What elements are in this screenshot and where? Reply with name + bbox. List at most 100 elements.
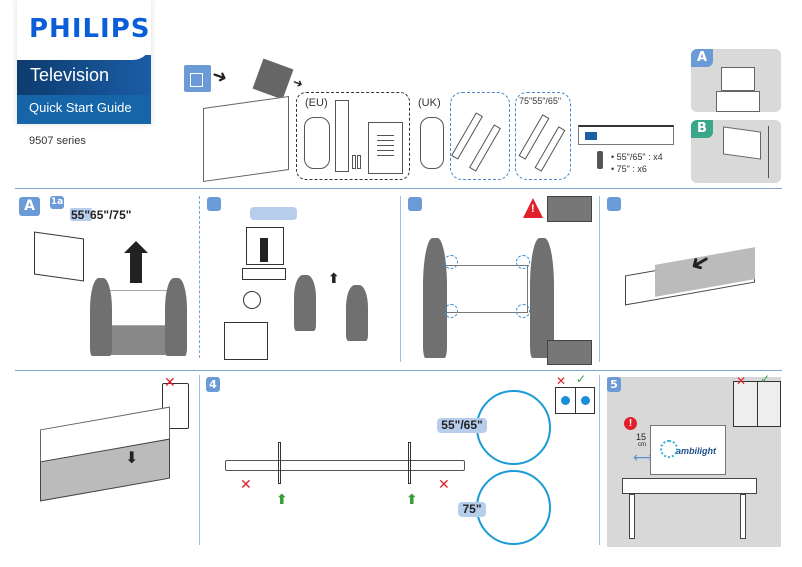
hold-edge-icon	[547, 340, 592, 365]
screw-detail-75	[476, 470, 551, 545]
wall-tv-icon	[723, 126, 761, 160]
table-icon	[622, 478, 757, 494]
screw-icon	[597, 151, 603, 169]
table-leg	[740, 494, 746, 539]
screw-check-table	[555, 387, 595, 414]
tv-outline	[445, 265, 528, 313]
warning-icon	[523, 198, 543, 218]
power-cord-uk-icon	[420, 117, 444, 169]
grip-point-icon	[444, 304, 458, 318]
stand-set-1	[450, 92, 510, 180]
option-b-badge: B	[691, 120, 713, 138]
table-leg	[629, 494, 635, 539]
person-silhouette	[165, 278, 187, 356]
wrong-placement-icon	[162, 383, 189, 429]
step-4-badge: 4	[206, 377, 220, 392]
distance-value: 15	[636, 432, 647, 442]
subtitle-band	[17, 95, 151, 124]
remote-control-icon	[335, 100, 349, 172]
power-cord-eu-icon	[304, 117, 330, 169]
distance-unit: cm	[638, 442, 646, 448]
up-arrow-icon: ⬆	[328, 270, 340, 286]
option-b-card: B	[691, 120, 781, 183]
option-a-badge: A	[691, 49, 713, 67]
grip-point-icon	[516, 304, 530, 318]
tv-screen-icon	[105, 290, 170, 326]
screw-count-55-65: • 55"/65" : x4	[611, 152, 663, 162]
warning-mark: !	[531, 203, 535, 215]
wrong-position-icon: ✕	[240, 476, 252, 492]
distance-arrow-icon: ⟷	[633, 449, 654, 465]
wrong-x-icon: ✕	[556, 374, 567, 388]
lift-arrow-icon	[130, 253, 142, 283]
cover-title: Television	[30, 65, 110, 85]
battery-icon	[357, 155, 361, 169]
step-divider	[599, 375, 600, 545]
battery-icon	[352, 155, 356, 169]
stand-leg-right	[408, 442, 411, 484]
step-1a-badge: 1a	[50, 196, 64, 209]
do-not-touch-screen-icon	[547, 196, 592, 222]
cover-subtitle: Quick Start Guide	[29, 100, 132, 115]
quick-guide-icon	[368, 122, 403, 174]
person-kneeling	[346, 285, 368, 341]
wall-corner-line	[768, 126, 769, 178]
loose-screw-icon	[561, 396, 570, 405]
step-divider	[199, 196, 200, 358]
cover-panel: PHILIPS PHILIPS Television Quick Start G…	[17, 0, 151, 124]
divider-row-2	[15, 370, 782, 371]
tv-panel-icon	[203, 95, 289, 183]
size-label-75: 75"	[458, 502, 486, 517]
box-base-icon	[242, 268, 286, 280]
down-arrow-icon: ⬇	[125, 450, 139, 467]
arrow-icon: ➜	[290, 74, 306, 92]
size-pill	[250, 207, 297, 220]
wrong-position-icon: ✕	[438, 476, 450, 492]
grip-point-icon	[516, 255, 530, 269]
accessory-box-eu	[296, 92, 410, 180]
step-5-badge: 5	[607, 377, 621, 392]
clip-detail-icon	[243, 291, 261, 309]
correct-position-arrow: ⬆	[276, 491, 288, 507]
tv-bottom-edge	[225, 460, 465, 471]
person-silhouette	[90, 278, 112, 356]
person-kneeling	[294, 275, 316, 331]
screw-detail-55-65	[476, 390, 551, 465]
arrow-icon: ➜	[209, 64, 231, 89]
stand-set-2: 75"55"/65"	[515, 92, 571, 180]
empty-box-icon	[224, 322, 268, 360]
size-highlight	[70, 208, 92, 221]
size-label-55-65: 55"/65"	[437, 418, 487, 433]
tv-box-icon	[34, 231, 84, 282]
series-label: 9507 series	[29, 135, 86, 147]
step-badge	[207, 197, 221, 211]
step-divider	[599, 196, 600, 362]
ambilight-glow-icon	[660, 440, 678, 458]
step-badge	[408, 197, 422, 211]
tv-on-stand-icon	[721, 67, 755, 91]
step-divider	[199, 375, 200, 545]
foam-pad-icon	[252, 58, 294, 100]
title-band	[17, 55, 151, 95]
table-icon	[716, 91, 760, 112]
divider-row-1	[15, 188, 782, 189]
person-silhouette	[423, 238, 447, 358]
region-eu-label: (EU)	[305, 97, 328, 109]
region-uk-label: (UK)	[418, 97, 441, 109]
step-divider	[400, 196, 401, 362]
stand-box-icon	[578, 125, 674, 145]
brand-text: PHILIPS	[29, 14, 151, 44]
stand-size-label: 75"55"/65"	[519, 96, 562, 106]
screw-count-75: • 75" : x6	[611, 164, 647, 174]
option-a-card: A	[691, 49, 781, 112]
wrong-x-icon: ✕	[736, 374, 747, 388]
box-base-icon	[105, 325, 170, 355]
correct-position-arrow: ⬆	[406, 491, 418, 507]
person-silhouette	[530, 238, 554, 358]
important-icon: !	[624, 417, 637, 430]
grip-point-icon	[444, 255, 458, 269]
tight-screw-icon	[581, 396, 590, 405]
correct-check-icon: ✓	[760, 372, 771, 386]
lift-arrow-head	[124, 241, 148, 253]
logo-area: PHILIPS	[17, 0, 151, 60]
